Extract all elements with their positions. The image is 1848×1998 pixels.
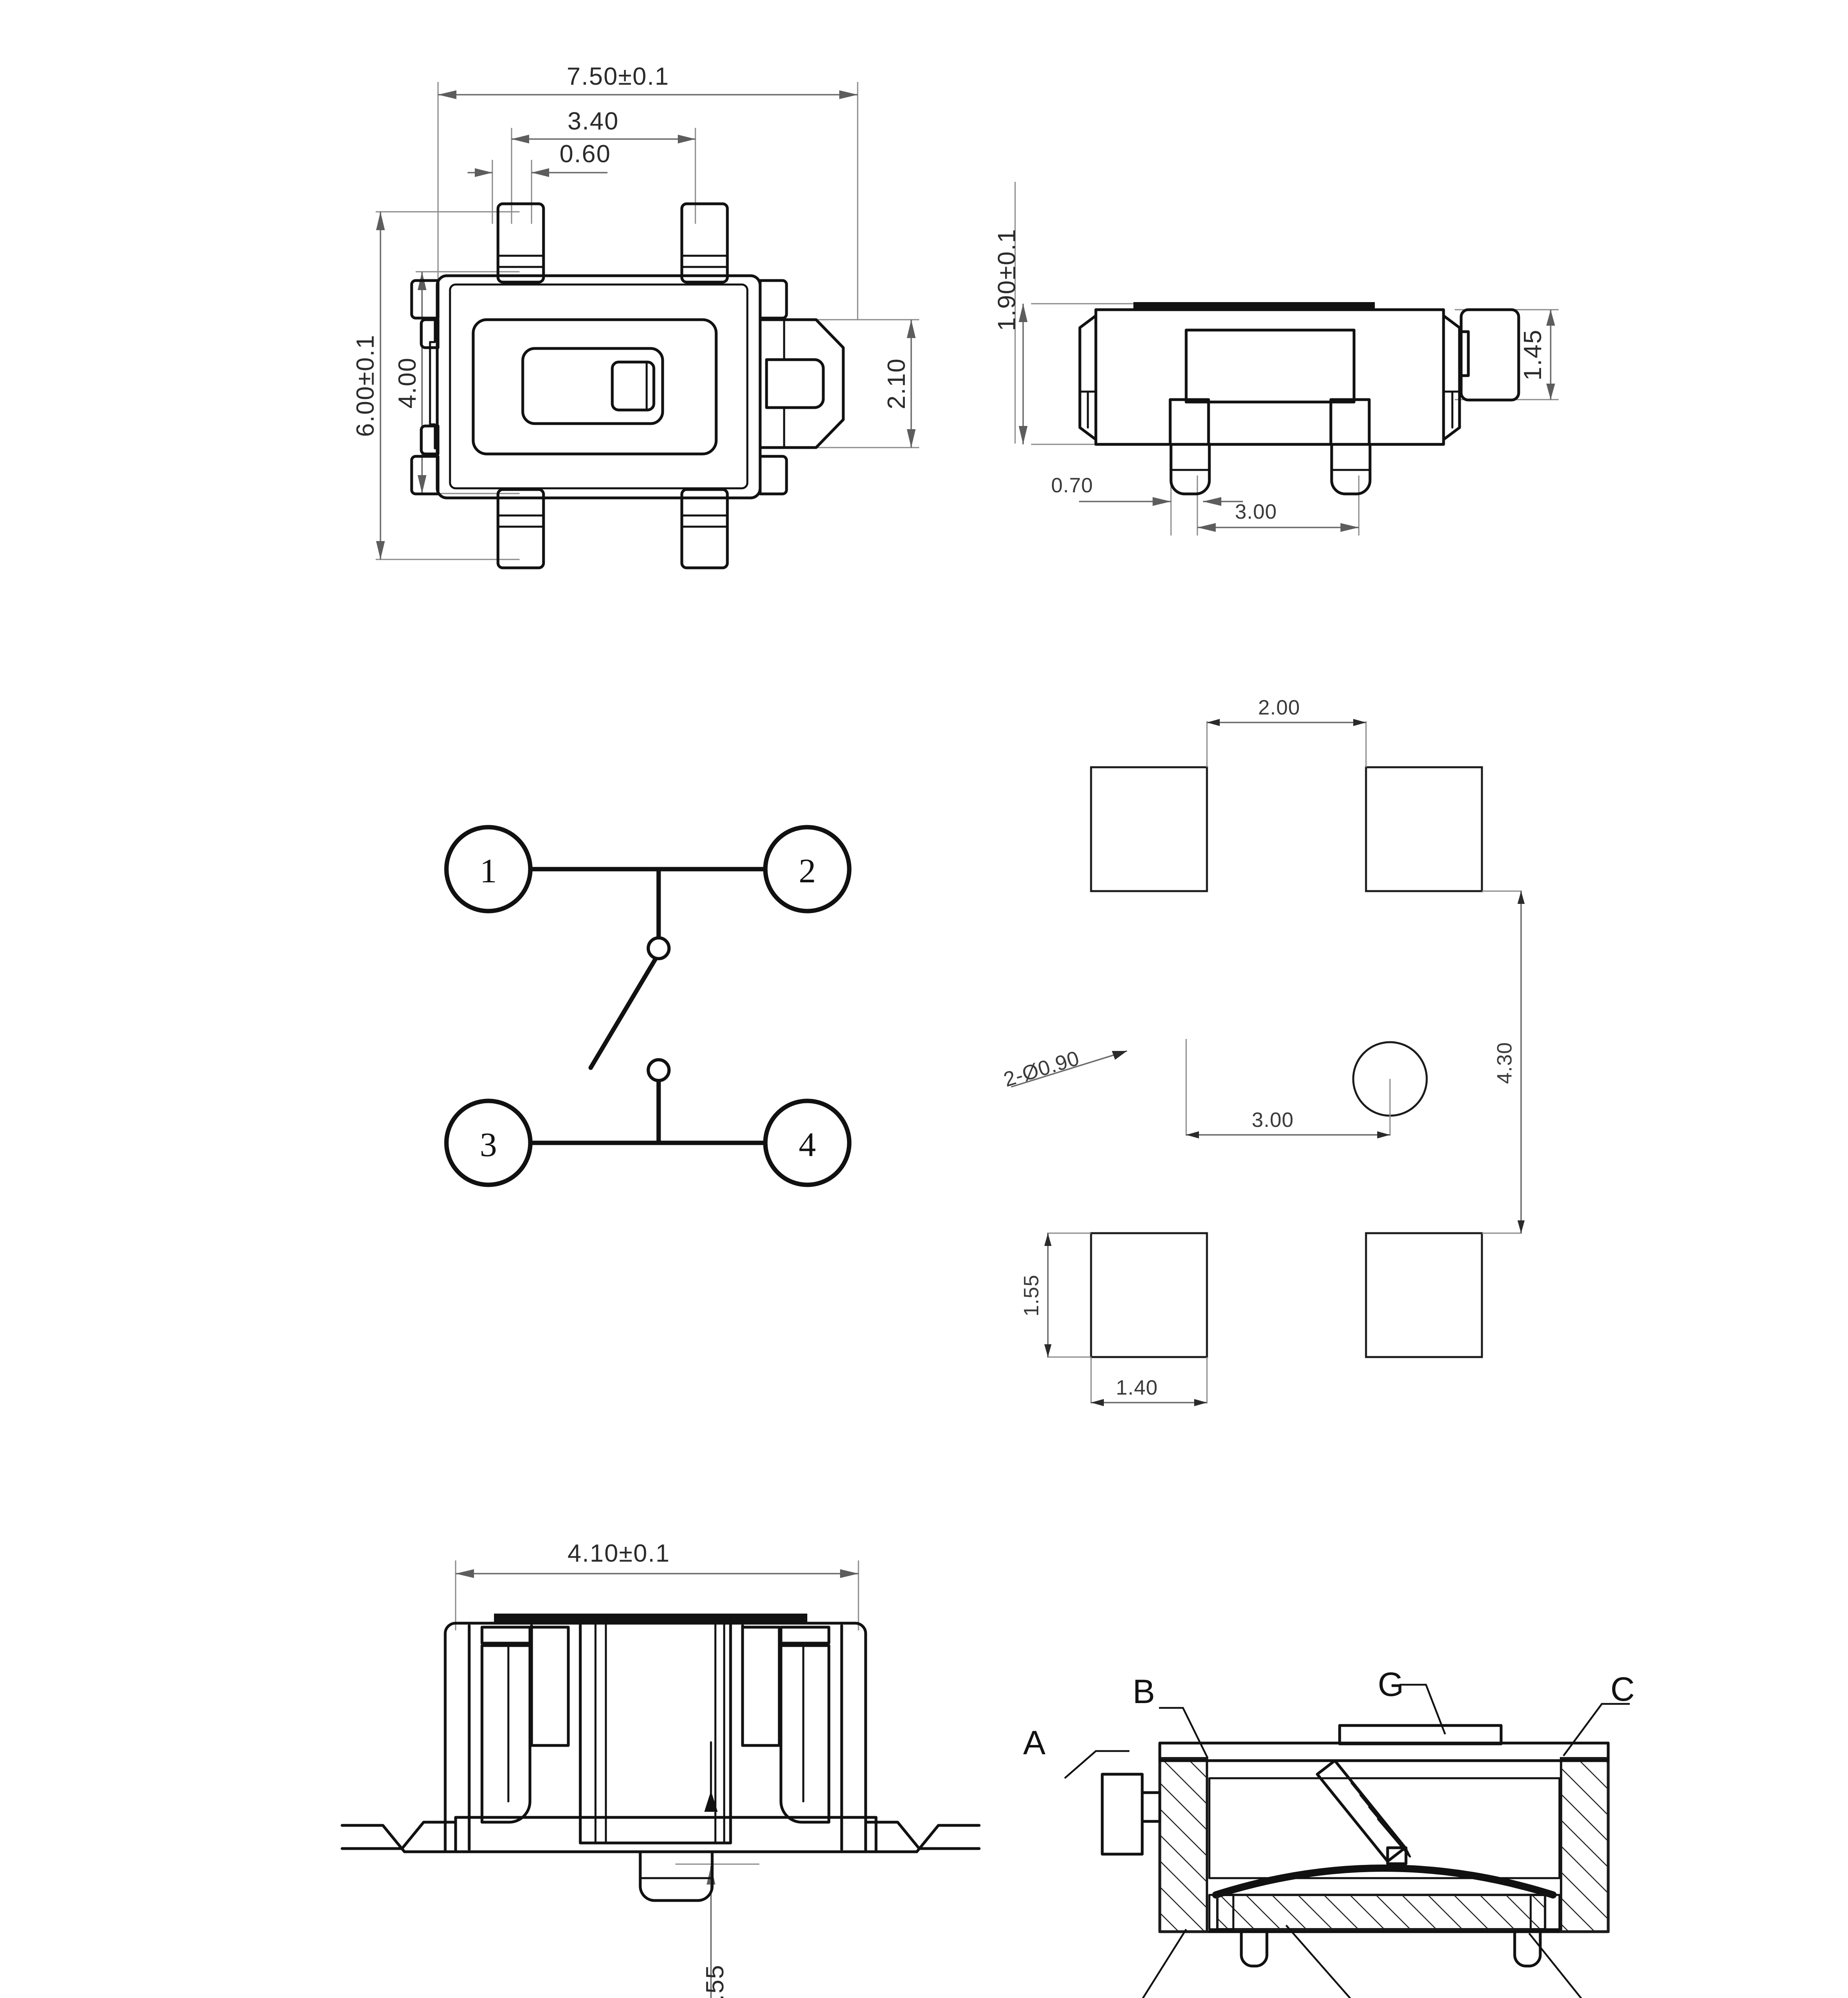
leader-e (1285, 1924, 1351, 1998)
callout-label-c: C (1611, 1670, 1635, 1708)
hole-callout-label: 2-Ø0.90 (1001, 1047, 1082, 1091)
section-pin-left (1240, 1930, 1269, 1968)
side-view-part-outline (1078, 302, 1520, 496)
dim-label-pad-width: 1.40 (1116, 1376, 1158, 1399)
section-cover (1158, 1741, 1610, 1762)
dim-label-overall-width: 7.50±0.1 (567, 63, 669, 90)
dim-side-overall-height: 1.90±0.1 (993, 229, 1028, 444)
dim-terminal-pitch: 3.40 (512, 107, 695, 143)
terminal-balloon-2: 2 (763, 825, 852, 913)
dim-overall-width: 7.50±0.1 (438, 63, 858, 99)
pcb-pad-bottom-left (1090, 1232, 1208, 1358)
dim-terminal-width: 0.60 (468, 140, 611, 177)
pcb-layout-group: 2.00 3.00 4.30 1.55 (1001, 696, 1525, 1406)
front-view-extension-lines (455, 1560, 859, 1865)
terminal-label-4: 4 (799, 1125, 816, 1164)
dim-boss-height: 0.55 (701, 1866, 729, 1998)
dim-label-terminal-offset: 0.70 (1051, 474, 1093, 497)
switch-contact-lower (647, 1058, 671, 1082)
leader-f (1528, 1932, 1582, 1998)
dim-label-pad-row-span: 4.30 (1493, 1042, 1516, 1084)
pcb-pad-top-left (1090, 766, 1208, 892)
section-base-plate (1216, 1894, 1546, 1930)
leader-b (1159, 1707, 1209, 1759)
dim-label-body-depth: 4.00 (394, 357, 421, 409)
section-pin-right (1513, 1930, 1542, 1968)
section-dome-spring (1212, 1865, 1557, 1898)
pcb-pad-bottom-right (1365, 1232, 1483, 1358)
front-view-part-outline (341, 1614, 981, 1902)
leader-g (1400, 1684, 1446, 1735)
terminal-label-2: 2 (799, 852, 816, 890)
dim-pad-row-span: 4.30 (1482, 890, 1525, 1234)
callout-label-a: A (1023, 1724, 1045, 1761)
terminal-balloon-4: 4 (763, 1099, 852, 1187)
dim-label-actuator-height: 1.45 (1519, 329, 1547, 381)
callout-label-b: B (1133, 1673, 1155, 1710)
leader-c (1563, 1703, 1630, 1757)
switch-lever (588, 957, 658, 1070)
section-wall-right (1560, 1757, 1609, 1933)
dim-label-terminal-width: 0.60 (560, 140, 611, 168)
front-view-group: 4.10±0.1 0.55 (341, 1540, 981, 1998)
top-view-part-outline (410, 202, 845, 569)
dim-label-inner-pad-gap: 2.00 (1258, 696, 1300, 719)
cross-section-group: A B C D E F G (1023, 1666, 1635, 1998)
dim-label-terminal-pitch: 3.40 (568, 107, 619, 135)
dim-actuator-width: 2.10 (883, 320, 916, 448)
terminal-balloon-3: 3 (444, 1099, 533, 1187)
leader-a (1064, 1750, 1129, 1779)
section-cavity (1208, 1777, 1561, 1879)
dim-label-boss-height: 0.55 (701, 1964, 729, 1998)
dim-label-pad-height: 1.55 (1020, 1274, 1043, 1316)
section-wall-left (1159, 1757, 1208, 1933)
dim-hole-offset: 3.00 (1185, 1039, 1391, 1138)
dim-label-hole-offset: 3.00 (1252, 1108, 1294, 1132)
section-actuator-arm (1316, 1759, 1407, 1863)
circuit-diagram-group: 1 2 3 4 (444, 825, 852, 1187)
terminal-label-3: 3 (480, 1125, 497, 1164)
dim-actuator-height: 1.45 (1519, 310, 1555, 400)
pcb-pad-top-right (1365, 766, 1483, 892)
dim-overall-depth: 6.00±0.1 (352, 212, 385, 559)
switch-contact-upper (647, 936, 671, 960)
terminal-balloon-1: 1 (444, 825, 533, 913)
dim-label-front-body-width: 4.10±0.1 (568, 1540, 670, 1567)
callout-label-g: G (1378, 1666, 1404, 1703)
dim-terminal-span: 3.00 (1197, 497, 1359, 532)
dim-pad-height: 1.55 (1020, 1232, 1091, 1358)
section-side-block (1101, 1773, 1144, 1856)
dim-label-side-overall-height: 1.90±0.1 (993, 229, 1021, 331)
dim-label-actuator-width: 2.10 (883, 358, 910, 410)
dim-label-overall-depth: 6.00±0.1 (352, 334, 379, 437)
hole-callout: 2-Ø0.90 (1001, 1047, 1127, 1091)
dim-terminal-offset: 0.70 (1051, 474, 1171, 506)
terminal-label-1: 1 (480, 852, 497, 890)
section-cover-tab (1338, 1724, 1503, 1745)
dim-body-depth: 4.00 (394, 272, 426, 494)
dim-inner-pad-gap: 2.00 (1206, 696, 1367, 767)
top-view-group: 7.50±0.1 3.40 0.60 6.00±0.1 (352, 63, 919, 569)
side-view-group: 1.90±0.1 1.45 0.70 3.00 (993, 182, 1559, 535)
leader-d (1142, 1928, 1187, 1998)
dim-label-terminal-span: 3.00 (1235, 500, 1277, 523)
dim-front-body-width: 4.10±0.1 (456, 1540, 858, 1578)
dim-pad-width: 1.40 (1090, 1357, 1208, 1406)
